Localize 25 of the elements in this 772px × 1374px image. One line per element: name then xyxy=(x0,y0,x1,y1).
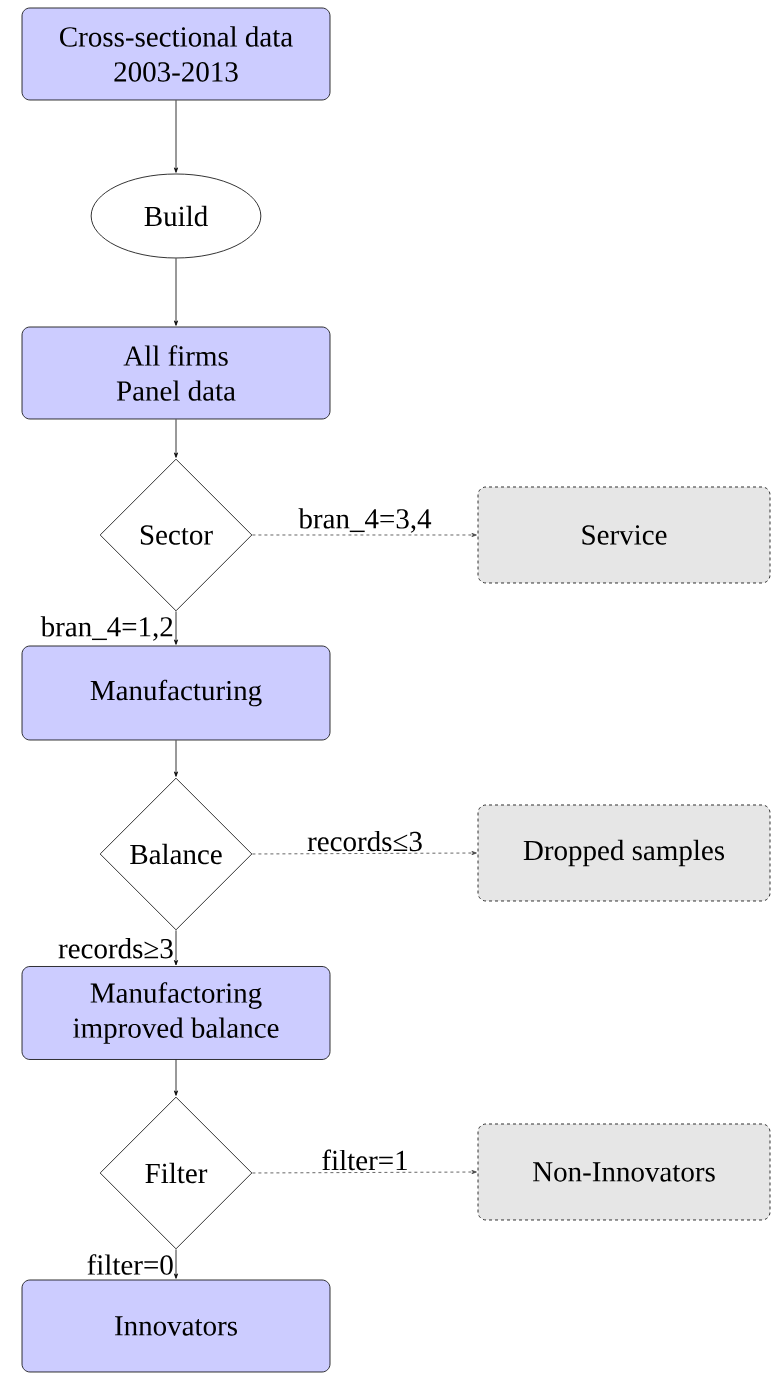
process-box: Innovators xyxy=(21,1279,331,1373)
arrow xyxy=(174,930,178,966)
outcome-box: Service xyxy=(477,486,771,584)
arrow xyxy=(174,258,178,326)
outcome-box: Dropped samples xyxy=(477,804,771,902)
arrow xyxy=(174,100,178,173)
arrow xyxy=(252,851,477,856)
edge-label: bran_4=3,4 xyxy=(298,508,432,533)
edge-label: filter=1 xyxy=(322,1149,407,1171)
arrow xyxy=(174,611,178,645)
edge-label: records≥3 xyxy=(58,938,173,959)
outcome-box: Non-Innovators xyxy=(477,1123,771,1221)
edge-label: filter=0 xyxy=(87,1254,173,1275)
process-box: Manufactoring improved balance xyxy=(21,966,331,1060)
process-box: Manufacturing xyxy=(21,645,331,741)
arrow xyxy=(174,1059,178,1096)
arrow xyxy=(174,1249,178,1279)
edge-label: bran_4=1,2 xyxy=(40,616,173,641)
arrow xyxy=(174,740,178,777)
edge-label: records≤3 xyxy=(307,830,422,852)
process-box: All firms Panel data xyxy=(21,326,331,420)
process-box: Cross-sectional data 2003-2013 xyxy=(21,7,331,101)
arrow xyxy=(252,1170,477,1175)
arrow xyxy=(174,419,178,458)
arrow xyxy=(252,533,477,537)
